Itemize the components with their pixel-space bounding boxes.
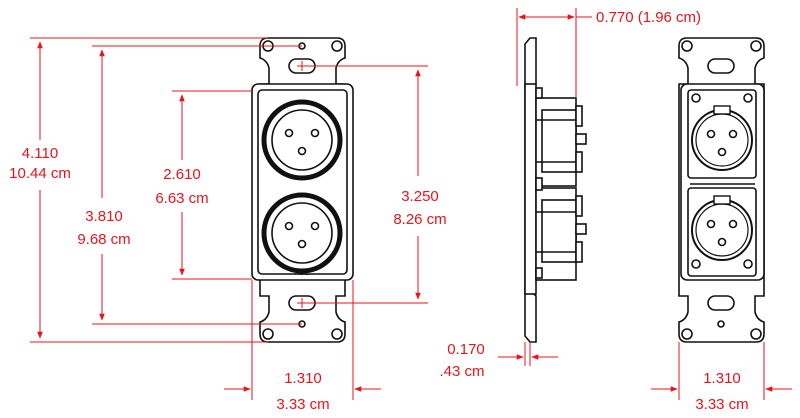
front-width-cm: 3.33 cm	[276, 396, 329, 413]
rear-width-in: 1.310	[703, 370, 741, 387]
rear-connector-top	[687, 89, 757, 179]
slot-hole	[707, 295, 735, 311]
side-connector-bottom	[535, 187, 587, 281]
jack-spacing-cm: 6.63 cm	[155, 190, 208, 207]
mount-hole	[262, 328, 274, 340]
side-nut	[535, 177, 543, 191]
rear-connector-bottom	[687, 187, 757, 277]
plate-thickness-cm: .43 cm	[439, 363, 484, 380]
side-nut	[535, 87, 543, 99]
front-panel	[257, 89, 348, 275]
side-connector-top	[535, 97, 587, 187]
slot-hole	[707, 58, 735, 74]
mount-hole-spacing-cm: 9.68 cm	[77, 231, 130, 248]
side-view	[524, 37, 587, 343]
xlr-jack-top	[261, 99, 343, 181]
plate-thickness-in: 0.170	[447, 341, 485, 358]
screw-hole	[717, 320, 725, 328]
dimension-lines	[30, 8, 792, 400]
dimension-labels: 4.110 10.44 cm 3.810 9.68 cm 2.610 6.63 …	[9, 9, 749, 413]
body-height-in: 3.250	[401, 188, 439, 205]
rear-width-cm: 3.33 cm	[695, 396, 748, 413]
mount-hole	[681, 328, 693, 340]
jack-spacing-in: 2.610	[163, 166, 201, 183]
mount-hole	[331, 328, 343, 340]
mount-hole	[681, 40, 693, 52]
front-width-in: 1.310	[284, 370, 322, 387]
body-height-cm: 8.26 cm	[393, 211, 446, 228]
overall-height-in: 4.110	[22, 145, 58, 162]
side-nut	[535, 267, 543, 279]
brand-label: RDL	[295, 270, 309, 277]
depth-label: 0.770 (1.96 cm)	[596, 9, 701, 26]
xlr-jack-bottom	[261, 192, 343, 274]
rear-view	[678, 37, 765, 343]
mount-hole-spacing-in: 3.810	[85, 208, 123, 225]
mount-hole	[750, 328, 762, 340]
side-flange	[524, 83, 537, 295]
overall-height-cm: 10.44 cm	[9, 165, 71, 182]
mount-hole	[750, 40, 762, 52]
mount-hole	[331, 40, 343, 52]
front-view: RDL	[251, 37, 354, 343]
